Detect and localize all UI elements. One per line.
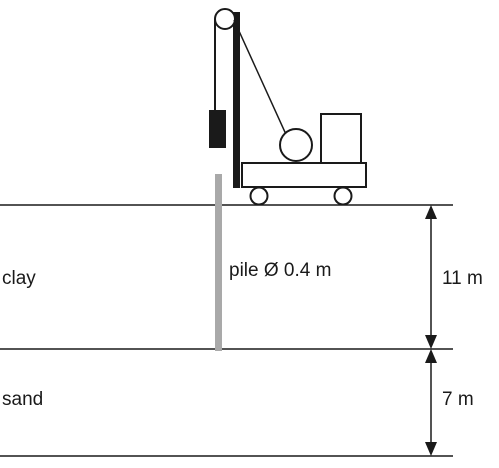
pile-diameter-label: pile Ø 0.4 m: [229, 260, 331, 281]
arrow-up-icon: [425, 205, 437, 219]
arrow-up-icon: [425, 349, 437, 363]
clay-thickness-dimension: [425, 205, 437, 349]
sand-thickness-label: 7 m: [442, 389, 474, 410]
winch-cable: [233, 19, 295, 153]
wheel-icon: [333, 186, 353, 206]
pulley-icon: [214, 8, 236, 30]
pile-driver-rig-icon: [209, 8, 367, 206]
wheel-icon: [249, 186, 269, 206]
engine-housing: [320, 113, 362, 164]
clay-thickness-label: 11 m: [442, 268, 483, 289]
winch-drum-icon: [279, 128, 313, 162]
leader-mast: [233, 12, 240, 188]
arrow-down-icon: [425, 442, 437, 456]
sand-thickness-dimension: [425, 349, 437, 456]
sand-layer-label: sand: [2, 389, 43, 410]
pile: [215, 174, 222, 351]
clay-layer-label: clay: [2, 268, 36, 289]
drop-hammer-icon: [209, 110, 226, 148]
arrow-down-icon: [425, 335, 437, 349]
carriage: [241, 162, 367, 188]
